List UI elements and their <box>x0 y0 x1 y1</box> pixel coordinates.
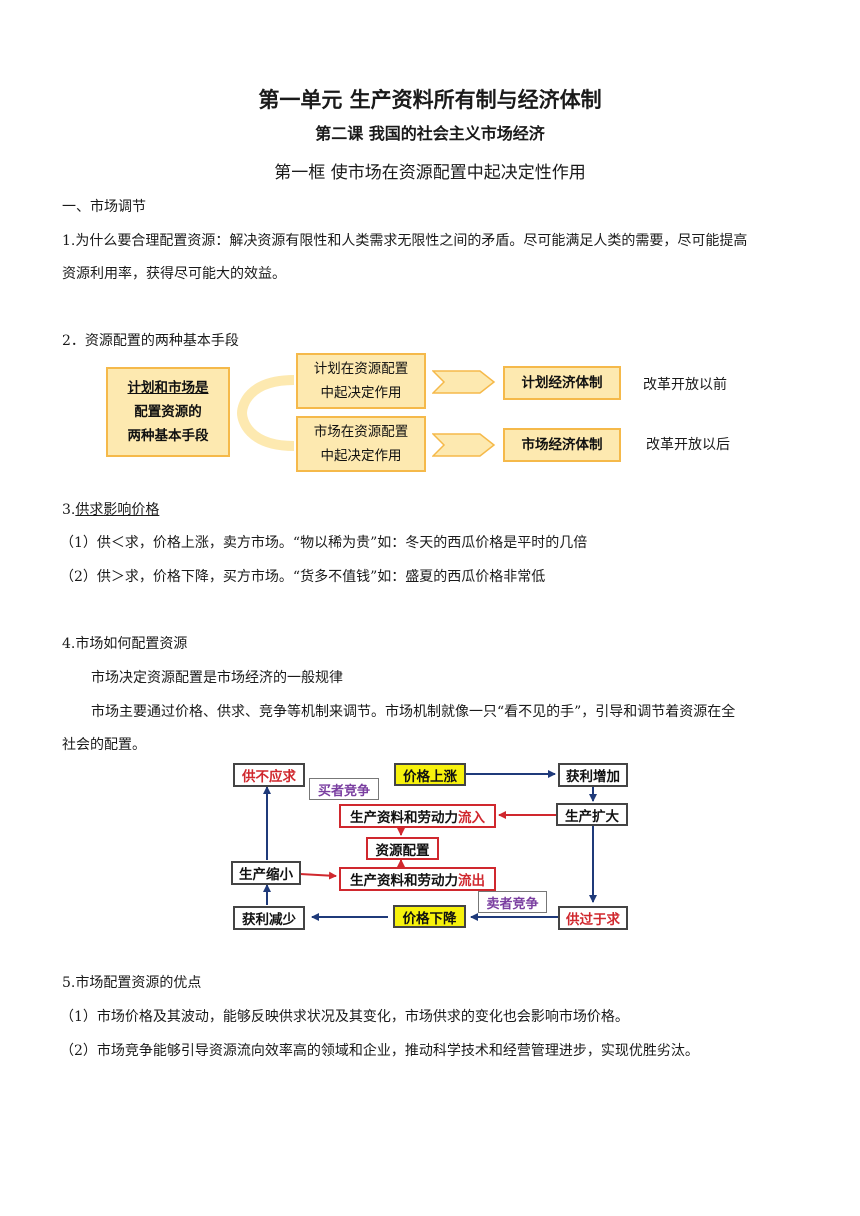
surplus-box: 供过于求 <box>558 906 628 930</box>
profit-up-box: 获利增加 <box>558 763 628 787</box>
section4-para2-line2: 社会的配置。 <box>62 737 146 753</box>
shortage-box: 供不应求 <box>233 763 305 787</box>
section3-title: 供求影响价格 <box>75 502 160 518</box>
inflow-box: 生产资料和劳动力流入 <box>339 804 496 828</box>
planned-economy-box: 计划经济体制 <box>503 366 621 400</box>
price-up-box: 价格上涨 <box>394 763 466 786</box>
section4-para2-line1: 市场主要通过价格、供求、竞争等机制来调节。市场机制就像一只“看不见的手”，引导和… <box>91 704 736 720</box>
profit-down-box: 获利减少 <box>233 906 305 930</box>
outflow-prefix: 生产资料和劳动力 <box>350 873 458 889</box>
section3-heading: 3.供求影响价格 <box>62 499 159 519</box>
supply-item2: （2）供＞求，价格下降，买方市场。“货多不值钱”如：盛夏的西瓜价格非常低 <box>60 569 546 585</box>
two-means-line3: 两种基本手段 <box>127 428 209 444</box>
bracket-arc <box>236 375 295 451</box>
two-means-line1: 计划和市场是 <box>127 380 209 396</box>
plan-chevron-arrow <box>432 370 496 394</box>
section5-heading: 5.市场配置资源的优点 <box>62 975 202 991</box>
market-decisive-box: 市场在资源配置 中起决定作用 <box>296 416 426 472</box>
inflow-prefix: 生产资料和劳动力 <box>350 810 458 826</box>
outflow-suffix: 流出 <box>458 873 485 889</box>
section4-heading: 4.市场如何配置资源 <box>62 636 188 652</box>
before-reform-note: 改革开放以前 <box>643 377 727 393</box>
after-reform-note: 改革开放以后 <box>646 437 730 453</box>
unit-title: 第一单元 生产资料所有制与经济体制 <box>258 88 602 112</box>
q1-line1: 1.为什么要合理配置资源：解决资源有限性和人类需求无限性之间的矛盾。尽可能满足人… <box>62 233 748 249</box>
expand-production-box: 生产扩大 <box>556 803 628 826</box>
advantage-item1: （1）市场价格及其波动，能够反映供求状况及其变化，市场供求的变化也会影响市场价格… <box>60 1009 629 1025</box>
frame-title: 第一框 使市场在资源配置中起决定性作用 <box>274 163 586 183</box>
plan-decisive-box: 计划在资源配置 中起决定作用 <box>296 353 426 409</box>
red-arrows <box>299 811 556 880</box>
navy-arrows <box>263 770 597 921</box>
market-economy-box: 市场经济体制 <box>503 428 621 462</box>
section2-heading: 2．资源配置的两种基本手段 <box>62 333 239 349</box>
two-means-box: 计划和市场是 配置资源的 两种基本手段 <box>106 367 230 457</box>
market-decisive-line1: 市场在资源配置 <box>313 424 409 440</box>
two-means-line2: 配置资源的 <box>134 404 202 420</box>
plan-decisive-line2: 中起决定作用 <box>320 385 402 401</box>
supply-item1: （1）供＜求，价格上涨，卖方市场。“物以稀为贵”如：冬天的西瓜价格是平时的几倍 <box>60 535 588 551</box>
plan-decisive-line1: 计划在资源配置 <box>313 361 409 377</box>
lesson-title: 第二课 我国的社会主义市场经济 <box>315 124 545 143</box>
section1-heading: 一、市场调节 <box>62 199 146 215</box>
section3-number: 3. <box>62 502 76 518</box>
market-chevron-arrow <box>432 433 496 457</box>
seller-competition-tag: 卖者竞争 <box>478 891 547 913</box>
advantage-item2: （2）市场竞争能够引导资源流向效率高的领域和企业，推动科学技术和经营管理进步，实… <box>60 1043 699 1059</box>
q1-line2: 资源利用率，获得尽可能大的效益。 <box>62 266 286 282</box>
resource-allocation-box: 资源配置 <box>366 837 439 860</box>
price-down-box: 价格下降 <box>393 905 466 928</box>
market-decisive-line2: 中起决定作用 <box>320 448 402 464</box>
inflow-suffix: 流入 <box>458 810 485 826</box>
buyer-competition-tag: 买者竞争 <box>309 778 379 800</box>
outflow-box: 生产资料和劳动力流出 <box>339 867 496 891</box>
section4-para1: 市场决定资源配置是市场经济的一般规律 <box>91 670 343 686</box>
shrink-production-box: 生产缩小 <box>231 861 301 885</box>
